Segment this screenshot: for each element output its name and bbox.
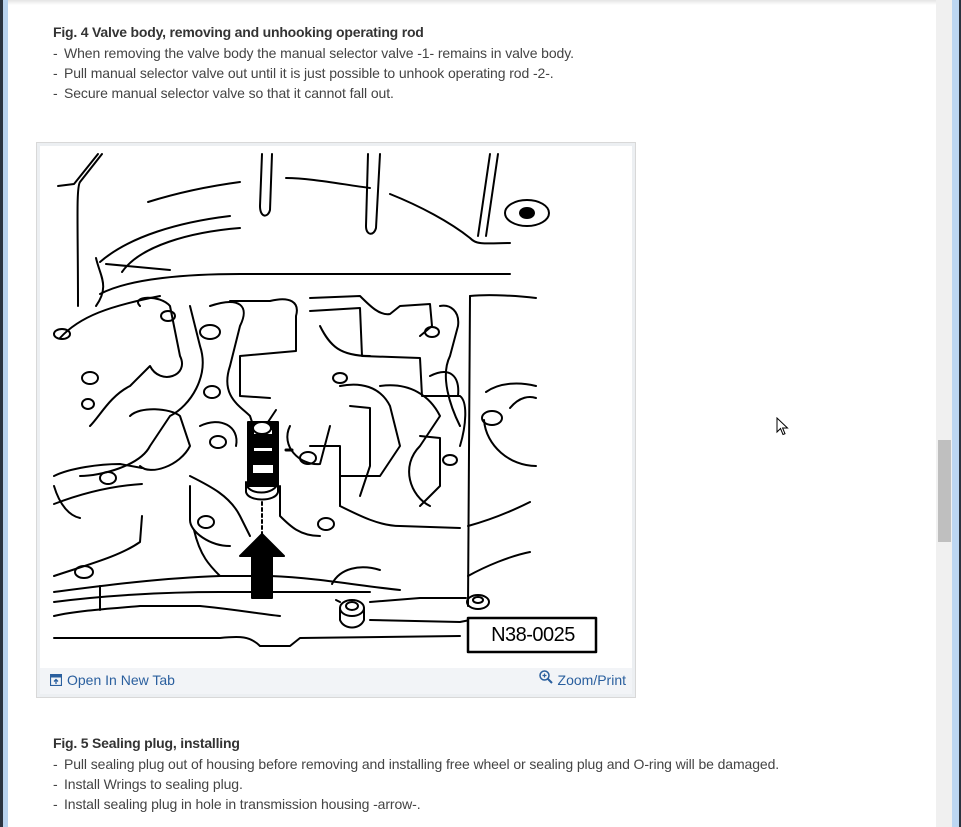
fig5-step-3: -Install sealing plug in hole in transmi…	[53, 796, 421, 812]
zoom-print-label: Zoom/Print	[557, 672, 626, 688]
vertical-scrollbar[interactable]	[936, 0, 952, 827]
scrollbar-thumb[interactable]	[938, 440, 951, 542]
fig5-title: Fig. 5 Sealing plug, installing	[53, 735, 240, 751]
window-border-left	[3, 0, 8, 827]
bullet: -	[53, 796, 58, 812]
step-text: Pull manual selector valve out until it …	[64, 65, 554, 81]
mouse-pointer-icon	[776, 417, 789, 436]
valve-body-drawing-icon	[53, 153, 598, 654]
fig4-step-1: -When removing the valve body the manual…	[53, 45, 574, 61]
step-text: Install sealing plug in hole in transmis…	[64, 796, 421, 812]
zoom-print-link[interactable]: Zoom/Print	[538, 670, 626, 688]
figure-image[interactable]: N38-0025	[40, 146, 632, 666]
bullet: -	[53, 45, 58, 61]
step-text: Install Wrings to sealing plug.	[64, 776, 243, 792]
top-shadow	[8, 0, 936, 5]
fig4-title: Fig. 4 Valve body, removing and unhookin…	[53, 24, 424, 40]
step-text: Secure manual selector valve so that it …	[64, 85, 394, 101]
figure-footer: Open In New Tab Zoom/Print	[40, 668, 632, 694]
bullet: -	[53, 756, 58, 772]
open-in-new-tab-label: Open In New Tab	[67, 672, 175, 688]
fig4-step-2: -Pull manual selector valve out until it…	[53, 65, 554, 81]
fig4-step-3: -Secure manual selector valve so that it…	[53, 85, 394, 101]
figure-frame: N38-0025 Open In New Tab	[36, 142, 636, 698]
open-in-new-tab-link[interactable]: Open In New Tab	[50, 672, 175, 688]
bullet: -	[53, 85, 58, 101]
bullet: -	[53, 65, 58, 81]
zoom-in-icon	[538, 670, 553, 684]
window-edge-right	[959, 0, 961, 827]
bullet: -	[53, 776, 58, 792]
figure-inner: N38-0025 Open In New Tab	[40, 146, 632, 694]
window-edge-left	[0, 0, 3, 827]
open-new-tab-icon	[50, 674, 62, 686]
window-border-right	[952, 0, 959, 827]
document-content: Fig. 4 Valve body, removing and unhookin…	[8, 0, 936, 827]
fig5-step-1: -Pull sealing plug out of housing before…	[53, 756, 779, 772]
fig5-step-2: -Install Wrings to sealing plug.	[53, 776, 243, 792]
step-text: Pull sealing plug out of housing before …	[64, 756, 780, 772]
step-text: When removing the valve body the manual …	[64, 45, 574, 61]
figure-reference-label: N38-0025	[491, 624, 575, 646]
